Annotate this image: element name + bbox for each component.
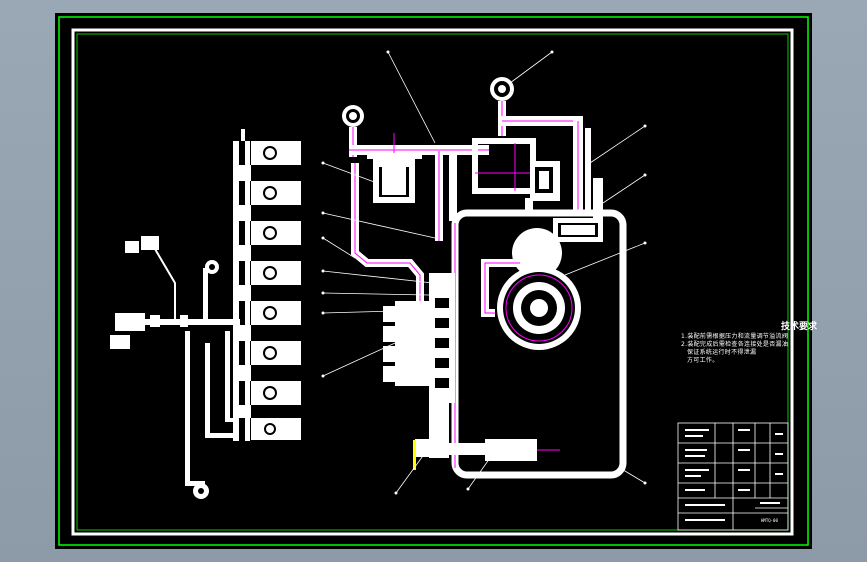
drawing-number: HMTQ-00: [761, 518, 778, 523]
tech-requirement-line-4: 方可工作。: [687, 357, 719, 364]
tech-requirement-line-1: 1.装配前需根据压力和流量调节溢流阀: [681, 333, 789, 340]
title-block-marks: [685, 429, 783, 521]
callout-leaders: [322, 51, 646, 494]
tech-requirement-line-2: 2.装配完成后需检查各连接处是否漏油: [681, 341, 789, 348]
hydraulic-station: [342, 77, 627, 479]
drawing-sheet: 技术要求 1.装配前需根据压力和流量调节溢流阀 2.装配完成后需检查各连接处是否…: [55, 13, 817, 549]
tech-requirements-title: 技术要求: [780, 322, 817, 332]
title-block: [677, 422, 789, 531]
left-valve-manifold: [110, 129, 301, 499]
inner-white-border: [71, 28, 794, 536]
tech-requirement-line-3: 保证系统运行时不得泄漏: [687, 349, 757, 356]
valve-stack: [239, 129, 301, 440]
outer-green-frame: [58, 16, 809, 546]
inner-green-line: [76, 33, 789, 531]
hydraulic-schematic: [58, 16, 809, 546]
